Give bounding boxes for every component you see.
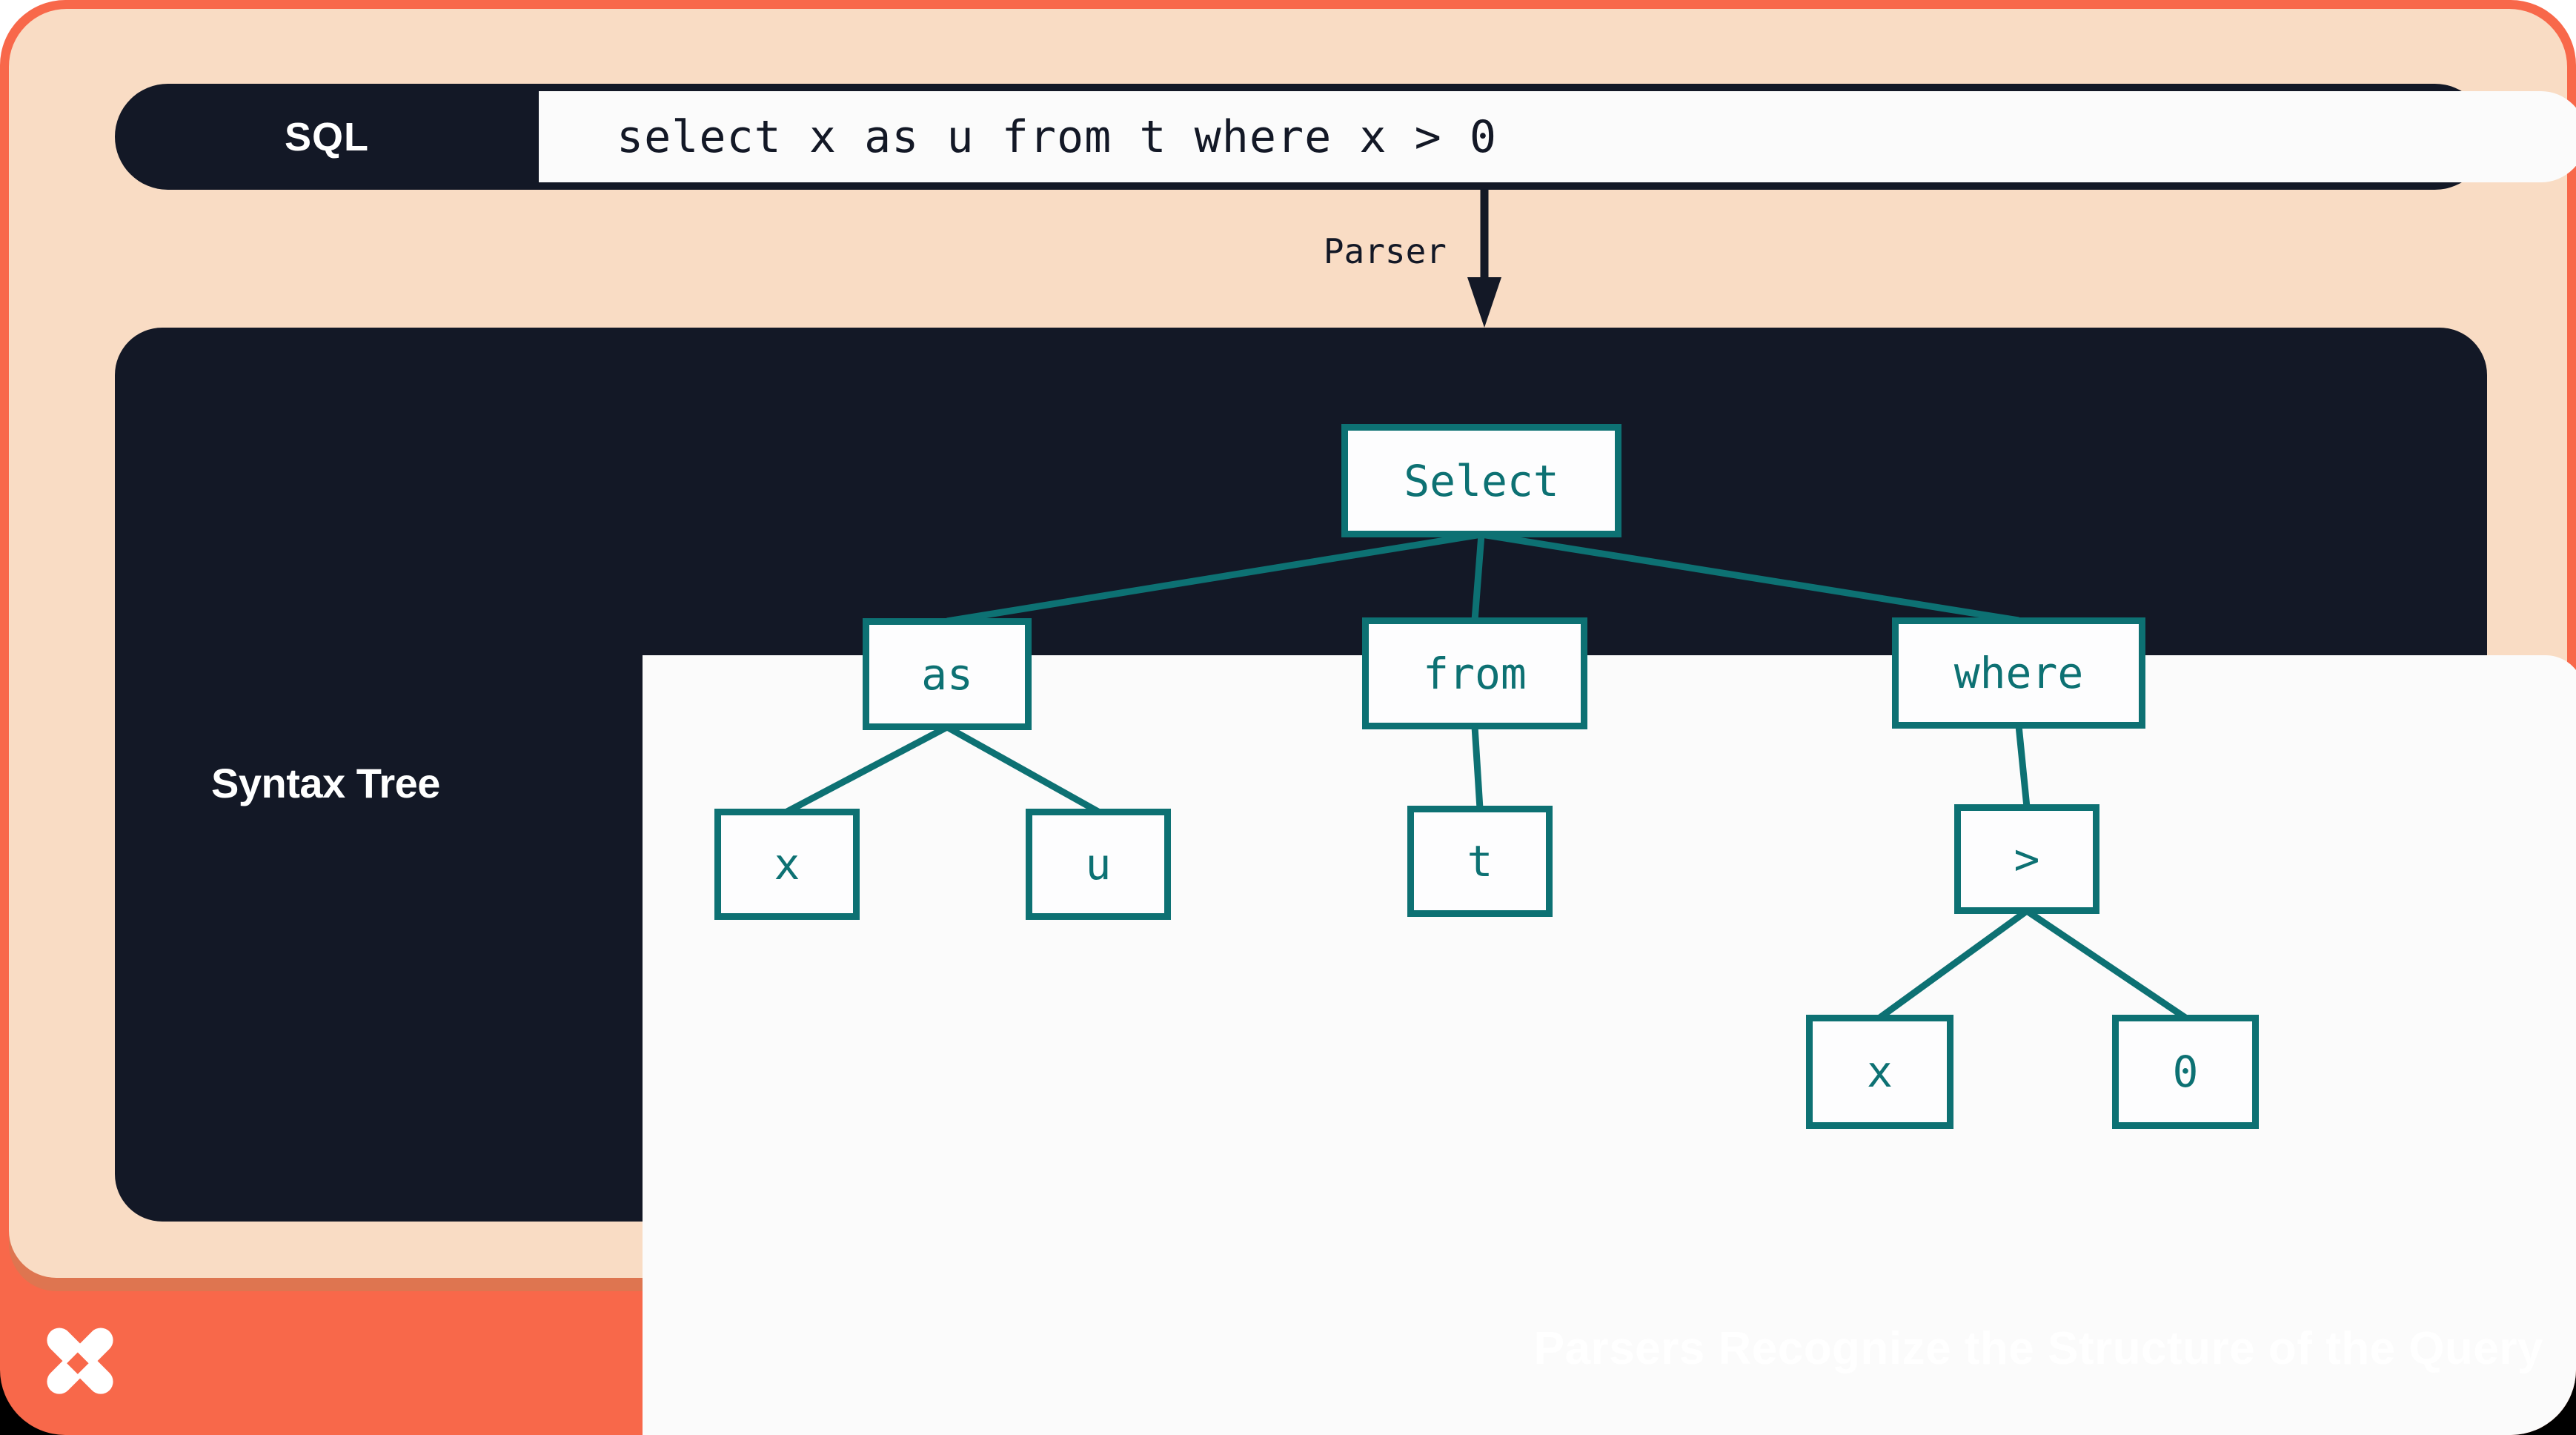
footer-title: Parsers Recognize the Structure of the Q… bbox=[1533, 1323, 2543, 1374]
tree-edge-select-where bbox=[1481, 531, 2019, 624]
tree-node-t: t bbox=[1407, 806, 1553, 917]
tree-node-select: Select bbox=[1341, 424, 1621, 537]
tree-node-where: where bbox=[1892, 617, 2145, 729]
syntax-tree-box bbox=[115, 328, 2576, 1435]
tree-node-zero: 0 bbox=[2112, 1015, 2259, 1129]
tree-edges bbox=[785, 531, 2188, 1021]
slide-body: SQL select x as u from t where x > 0 Par… bbox=[9, 9, 2576, 1435]
tree-edge-as-x1 bbox=[785, 724, 949, 815]
tree-edge-gt-x2 bbox=[1877, 908, 2029, 1021]
tree-edge-gt-zero bbox=[2025, 908, 2188, 1021]
tree-edge-from-t bbox=[1471, 726, 1484, 809]
tree-node-as: as bbox=[863, 618, 1032, 730]
tree-node-from: from bbox=[1362, 617, 1587, 729]
footer-band: Parsers Recognize the Structure of the Q… bbox=[0, 1291, 2576, 1435]
syntax-tree-panel-label: Syntax Tree bbox=[211, 760, 440, 806]
sql-bar: SQL select x as u from t where x > 0 bbox=[115, 84, 2576, 190]
tree-edge-as-u bbox=[945, 724, 1101, 815]
parser-arrow-icon bbox=[1467, 190, 1501, 328]
tree-edge-where-gt bbox=[2015, 725, 2031, 808]
tree-node-x1: x bbox=[714, 809, 860, 920]
tree-node-x2: x bbox=[1806, 1015, 1953, 1129]
parser-label: Parser bbox=[1323, 231, 1447, 271]
tree-edge-select-from bbox=[1471, 534, 1485, 621]
sql-code-area: select x as u from t where x > 0 bbox=[539, 91, 2576, 182]
sql-bar-label: SQL bbox=[284, 114, 369, 159]
dolt-logo-icon bbox=[47, 1328, 113, 1394]
tree-node-gt: > bbox=[1954, 804, 2099, 914]
tree-node-u: u bbox=[1026, 809, 1171, 920]
sql-query-text: select x as u from t where x > 0 bbox=[617, 110, 1497, 163]
tree-edge-select-as bbox=[946, 531, 1482, 625]
